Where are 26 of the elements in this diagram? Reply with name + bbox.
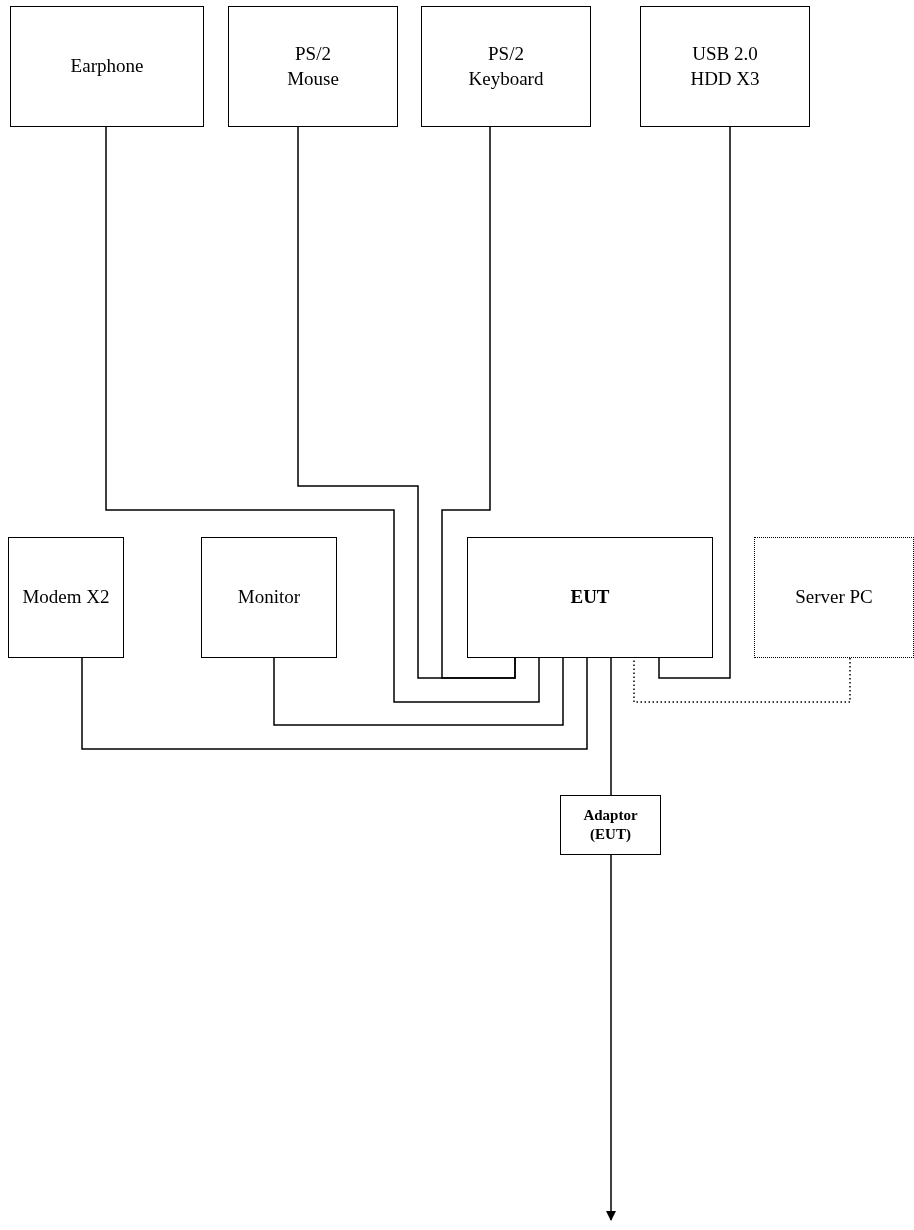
dotted-box [754,537,914,658]
connector-line [105,126,540,703]
process-box [201,537,337,658]
connector-line [633,657,851,703]
connector-line [658,126,731,679]
process-box [467,537,713,658]
node-label: PS/2 Keyboard [467,41,545,91]
arrow [606,854,616,1221]
node-label: Adaptor (EUT) [582,805,639,844]
node-label: Monitor [237,585,301,610]
node-label: Server PC [795,585,873,610]
connector-line [273,657,564,726]
process-box [560,795,661,855]
node-label: PS/2 Mouse [286,41,340,91]
process-box [640,6,810,127]
connector-line [81,657,588,750]
connector-line [441,126,516,679]
node-label: Earphone [70,54,144,79]
process-box [228,6,398,127]
process-box [8,537,124,658]
connector-line [610,657,612,796]
node-label: EUT [570,585,610,610]
process-box [10,6,204,127]
node-label: Modem X2 [22,585,110,610]
node-label: USB 2.0 HDD X3 [689,41,761,91]
process-box [421,6,591,127]
